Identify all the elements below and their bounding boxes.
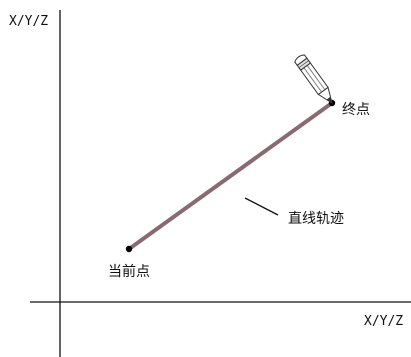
start-point-label: 当前点 [108, 263, 150, 280]
path-label-leader [244, 197, 279, 216]
start-point [125, 245, 133, 253]
pencil-icon [294, 54, 333, 105]
y-axis-label: X/Y/Z [9, 14, 48, 29]
path-label: 直线轨迹 [288, 210, 344, 227]
end-point-label: 终点 [342, 102, 370, 118]
linear-trajectory [127, 101, 334, 251]
x-axis-label: X/Y/Z [364, 314, 403, 329]
